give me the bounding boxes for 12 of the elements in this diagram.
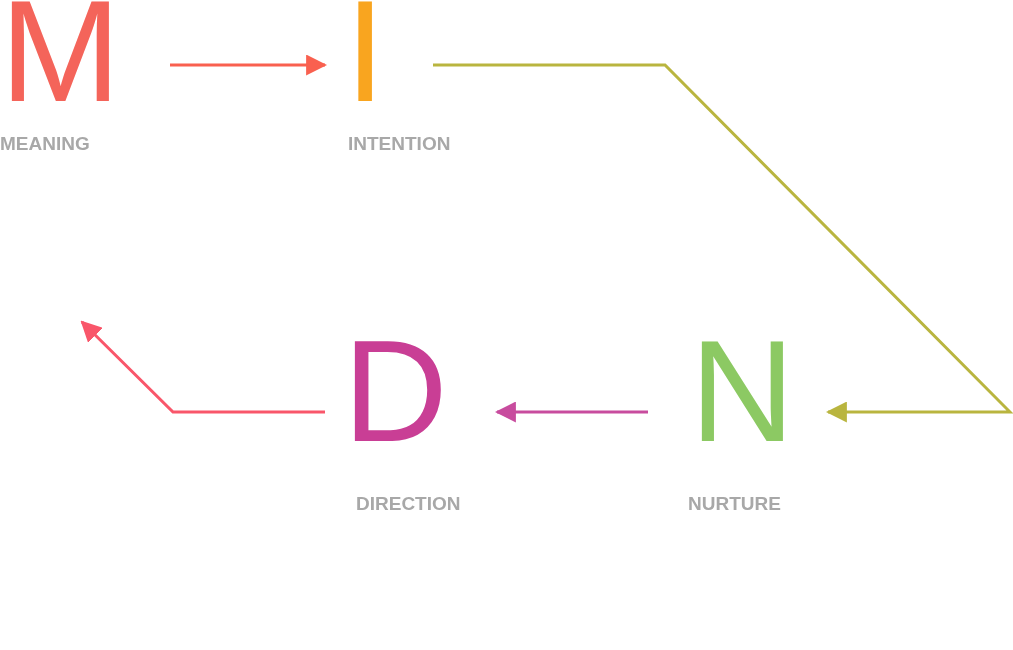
initial-letter: I bbox=[345, 0, 386, 124]
word-label: NURTURE bbox=[688, 494, 781, 515]
arrow bbox=[494, 401, 648, 423]
arrow bbox=[433, 63, 1013, 423]
arrow bbox=[80, 320, 325, 414]
arrow bbox=[170, 54, 328, 76]
word-label: MEANING bbox=[0, 134, 90, 155]
initial-letter: N bbox=[690, 319, 795, 464]
word-label: INTENTION bbox=[348, 134, 451, 155]
initial-letter: M bbox=[0, 0, 121, 124]
initial-letter: D bbox=[343, 319, 448, 464]
word-label: DIRECTION bbox=[356, 494, 461, 515]
